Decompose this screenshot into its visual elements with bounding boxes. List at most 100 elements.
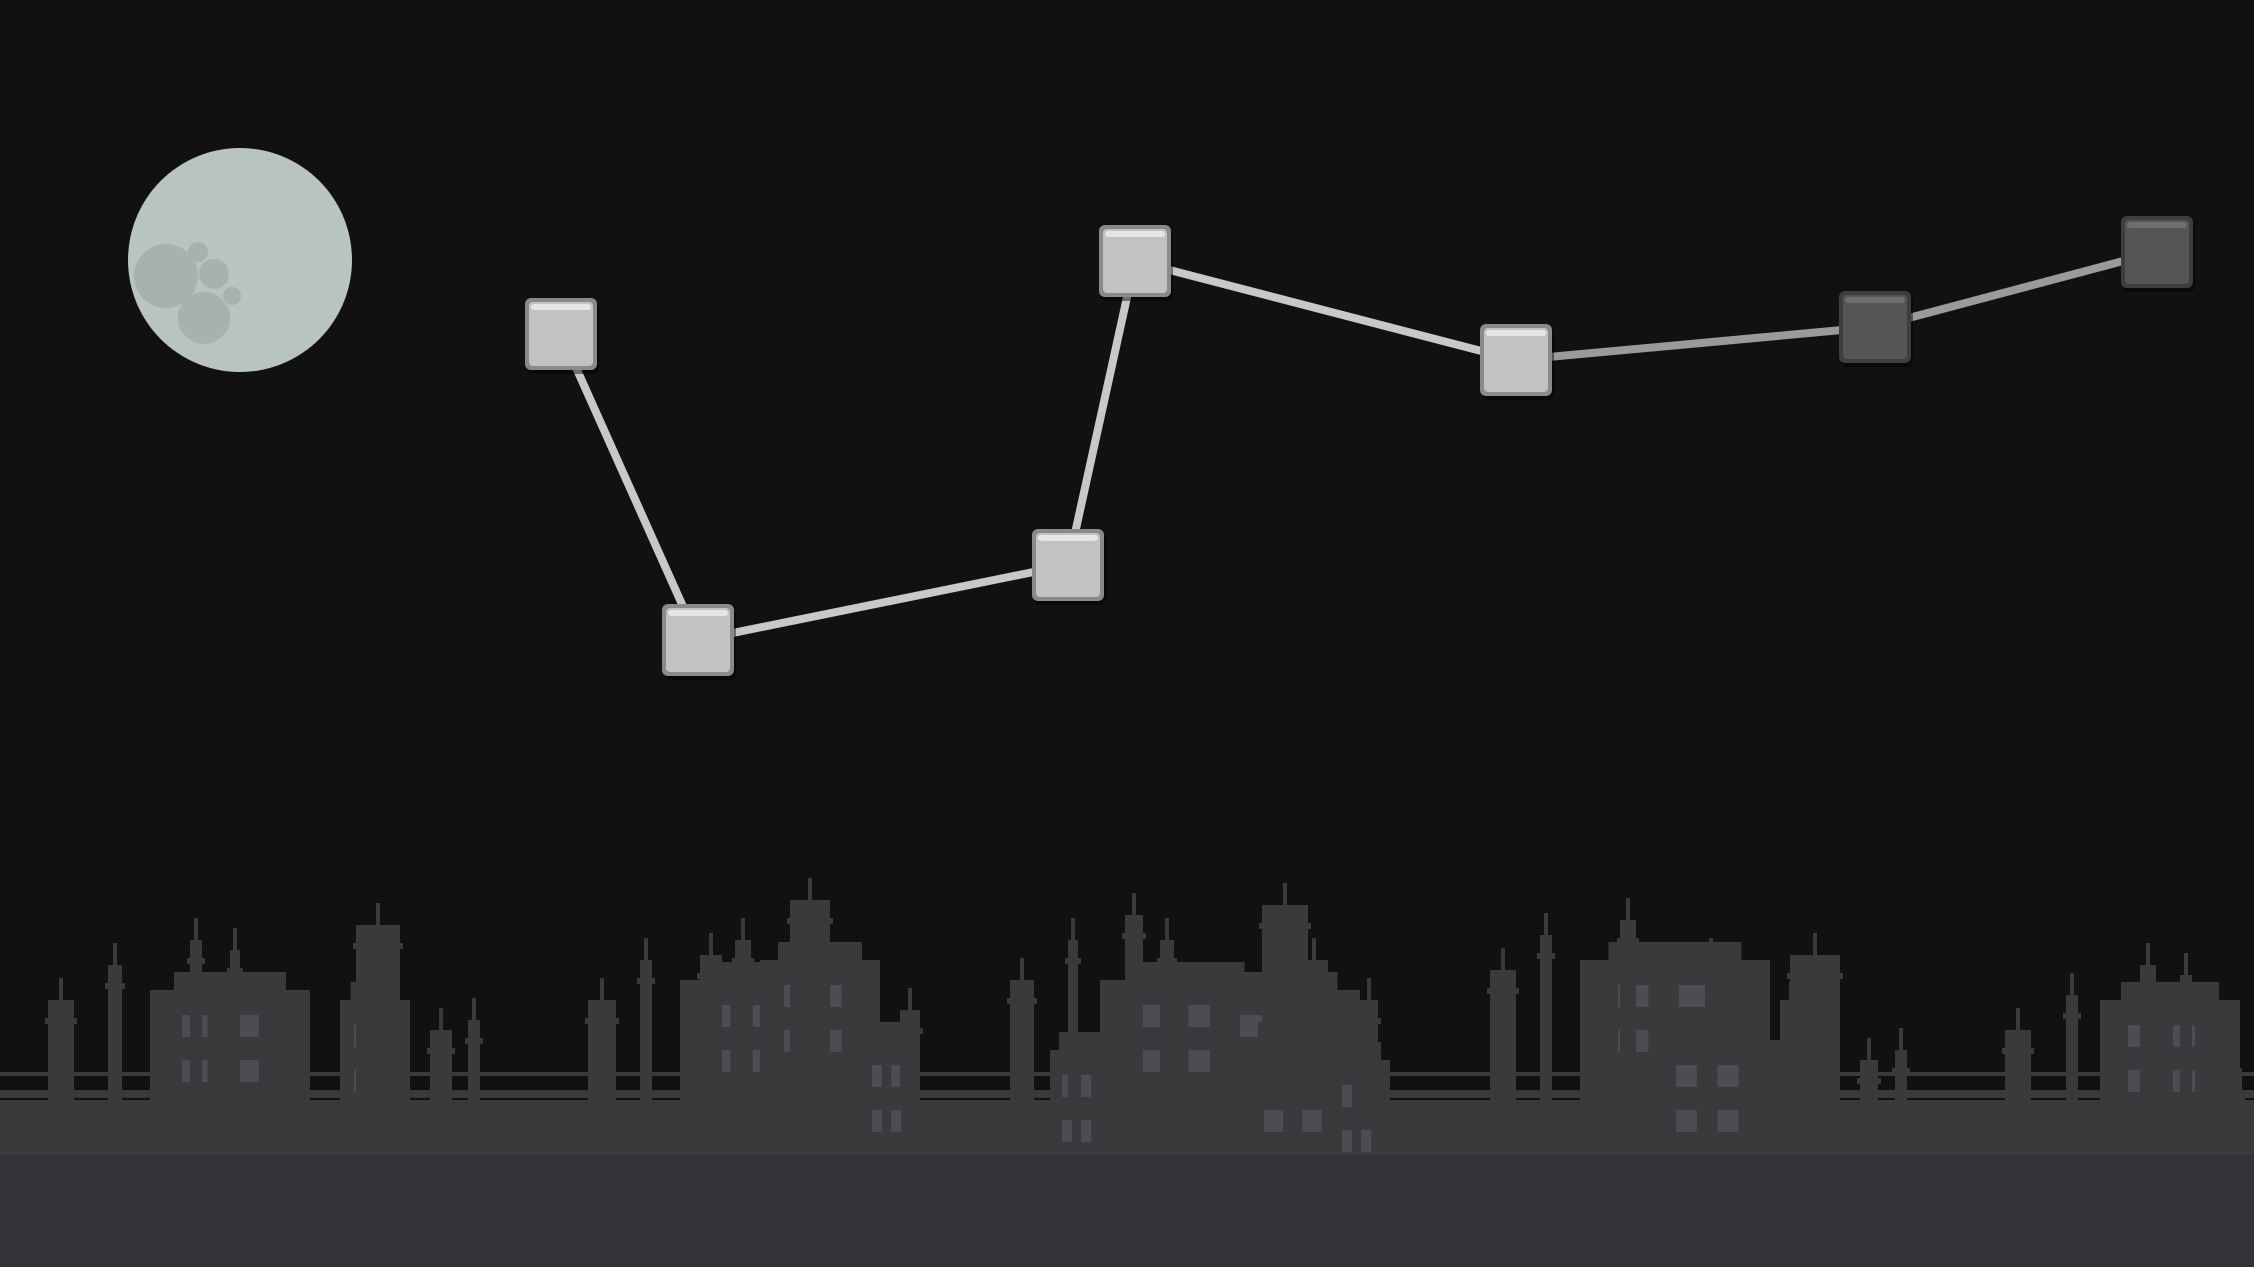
city-ledge <box>2232 1108 2248 1114</box>
city-spire <box>1813 933 1817 957</box>
level-button-3[interactable] <box>1032 529 1106 605</box>
city-ledge <box>637 978 655 984</box>
city-building <box>1050 1050 1110 1110</box>
city-tower <box>1540 935 1552 1110</box>
level-path-segment <box>1131 257 1520 364</box>
city-spire <box>2238 1068 2242 1092</box>
city-ledge <box>847 1018 867 1024</box>
city-spire <box>1899 1028 1903 1052</box>
city-ledge <box>427 1048 455 1054</box>
city-spire <box>439 1008 443 1032</box>
city-skyline <box>0 878 2254 1267</box>
city-spire <box>709 933 713 957</box>
city-spire <box>1071 918 1075 942</box>
city-tower <box>1705 960 1717 1110</box>
city-tower <box>588 1000 616 1110</box>
city-spire <box>644 938 648 962</box>
city-spire <box>113 943 117 967</box>
city-window <box>1081 1120 1092 1142</box>
level-path-segment <box>1064 257 1139 569</box>
locked-level-button-6[interactable] <box>1839 291 1913 367</box>
city-ledge <box>1702 978 1720 984</box>
level-button-5[interactable] <box>1480 324 1554 400</box>
city-window <box>1302 1110 1322 1132</box>
city-tower <box>230 950 240 1110</box>
city-ledge <box>1259 923 1311 929</box>
city-tower <box>1125 915 1143 1110</box>
city-tower <box>356 925 400 1110</box>
level-button-highlight <box>1038 535 1098 541</box>
city-window <box>1342 1130 1352 1152</box>
city-window <box>1717 1065 1739 1087</box>
city-ledge <box>2002 1048 2034 1054</box>
city-tower <box>1300 960 1328 1110</box>
level-button-face <box>1843 295 1907 359</box>
city-ledge <box>732 958 754 964</box>
level-button-highlight <box>1845 297 1905 303</box>
city-tower <box>640 960 652 1110</box>
city-tower <box>108 965 122 1110</box>
city-roof <box>1125 962 1245 982</box>
level-path-segment <box>694 561 1072 644</box>
city-spire <box>1312 938 1316 962</box>
level-button-face <box>666 608 730 672</box>
level-button-face <box>1036 533 1100 597</box>
city-ledge <box>1787 973 1843 979</box>
city-tower <box>2180 975 2192 1110</box>
city-tower <box>1360 1000 1378 1110</box>
locked-level-button-7[interactable] <box>2121 216 2195 292</box>
level-nodes <box>525 216 2195 680</box>
level-button-face <box>1103 229 1167 293</box>
city-roof <box>2121 982 2219 1002</box>
level-path-segment <box>1512 323 1879 364</box>
level-button-highlight <box>668 610 728 616</box>
city-ledge <box>1007 998 1037 1004</box>
city-spire <box>2070 973 2074 997</box>
level-button-face <box>2125 220 2189 284</box>
city-tower <box>190 940 202 1110</box>
level-path-segment <box>557 330 702 644</box>
city-window <box>872 1110 882 1132</box>
city-window <box>1676 1110 1697 1132</box>
city-roof <box>1059 1032 1101 1052</box>
city-spire <box>1367 978 1371 1002</box>
city-ledge <box>465 1038 483 1044</box>
city-tower <box>1790 955 1840 1110</box>
city-roof <box>1608 942 1742 962</box>
city-tower <box>790 900 830 1110</box>
city-tower <box>1860 1060 1878 1110</box>
city-spire <box>855 978 859 1002</box>
city-spire <box>2184 953 2188 977</box>
city-spire <box>600 978 604 1002</box>
level-button-highlight <box>1105 231 1165 237</box>
city-spire <box>2146 943 2150 967</box>
moon-crater <box>199 259 229 289</box>
city-tower <box>1895 1050 1907 1110</box>
level-button-4[interactable] <box>1099 225 1173 301</box>
moon-icon <box>128 148 352 372</box>
city-spire <box>194 918 198 942</box>
level-button-highlight <box>1486 330 1546 336</box>
city-tower <box>2005 1030 2031 1110</box>
city-ledge <box>1617 938 1639 944</box>
city-ledge <box>1537 953 1555 959</box>
city-ledge <box>2137 983 2159 989</box>
city-spire <box>1165 918 1169 942</box>
city-window <box>1342 1085 1352 1107</box>
city-tower <box>735 940 751 1110</box>
city-spire <box>2016 1008 2020 1032</box>
level-button-1[interactable] <box>525 298 599 374</box>
level-button-face <box>529 302 593 366</box>
city-tower <box>2235 1090 2245 1110</box>
city-ledge <box>227 968 243 974</box>
city-tower <box>1068 940 1078 1110</box>
city-window <box>1264 1110 1284 1132</box>
city-ledge <box>1892 1068 1910 1074</box>
city-window <box>1188 1050 1216 1072</box>
city-tower <box>1620 920 1636 1110</box>
city-spire <box>1501 948 1505 972</box>
city-ledge <box>105 983 125 989</box>
city-ledge <box>787 918 833 924</box>
level-button-2[interactable] <box>662 604 736 680</box>
